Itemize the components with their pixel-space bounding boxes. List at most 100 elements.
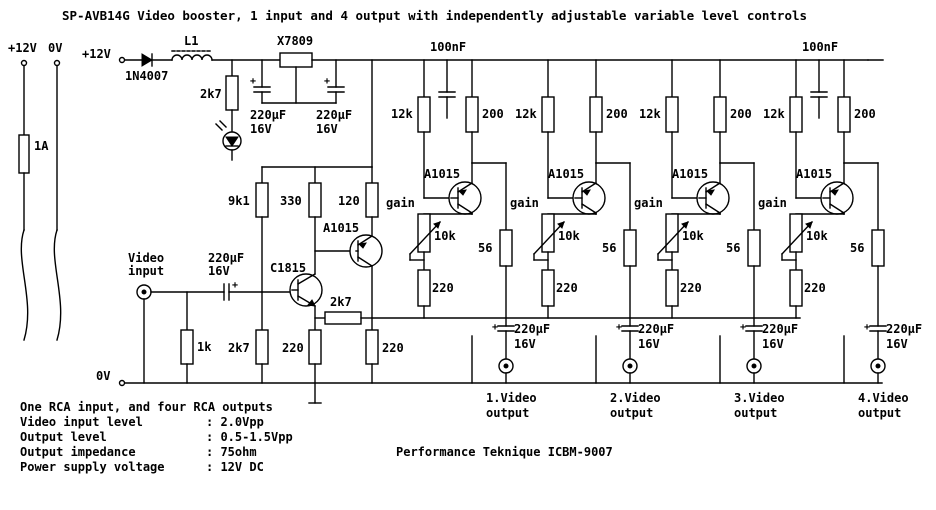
output-cap-value-3: 220µF: [762, 322, 798, 336]
power-section: 1N4007 L1 X7809 2k7 + 220µF 16V: [125, 34, 884, 161]
pot-bottom-resistor-2: [541, 269, 555, 307]
transistor-c1815-label: C1815: [270, 261, 306, 275]
gain-potentiometer-4[interactable]: [789, 213, 803, 253]
transistor-label-4: A1015: [796, 167, 832, 181]
gain-potentiometer-label-1: 10k: [434, 229, 456, 243]
video-input-label-2: input: [128, 264, 164, 278]
emitter-resistor-label: 220: [282, 341, 304, 355]
decoupling-cap-label-1: 100nF: [430, 40, 466, 54]
ground-rail-terminal: [118, 379, 126, 387]
emitter-resistor-3: [713, 96, 727, 133]
transistor-label-1: A1015: [424, 167, 460, 181]
q2-resistor: [365, 182, 379, 218]
diode-symbol: [141, 53, 153, 67]
regulator-label: X7809: [277, 34, 313, 48]
video-input-label-1: Video: [128, 251, 164, 265]
plus-rail-label: +12V: [82, 47, 111, 61]
base-resistor-label-1: 12k: [391, 107, 413, 121]
spec-video-input-level: Video input level: [20, 415, 143, 429]
ground-rail-label: 0V: [96, 369, 110, 383]
spec-output-level-value: : 0.5-1.5Vpp: [206, 430, 293, 444]
output-resistor-label-3: 56: [726, 241, 740, 255]
ground-drops: [471, 59, 869, 384]
emitter-resistor-1: [465, 96, 479, 133]
video-output-sublabel-3: output: [734, 406, 777, 420]
cap2-voltage: 16V: [316, 122, 338, 136]
output-cap-voltage-3: 16V: [762, 337, 784, 351]
q2-emitter-resistor-label: 220: [382, 341, 404, 355]
svg-text:+: +: [232, 280, 238, 291]
output-resistor-3: [747, 229, 761, 267]
bias-resistor-bottom-label: 2k7: [228, 341, 250, 355]
output-cap-value-1: 220µF: [514, 322, 550, 336]
output-cap-voltage-4: 16V: [886, 337, 908, 351]
svg-text:+: +: [250, 76, 256, 87]
plus-rail-terminal: [118, 56, 126, 64]
regulator-symbol: [279, 52, 313, 68]
inductor-label: L1: [184, 34, 198, 48]
output-cap-value-2: 220µF: [638, 322, 674, 336]
bias-resistor-bottom: [255, 329, 269, 365]
gain-label-3: gain: [634, 196, 663, 210]
output-cap-voltage-2: 16V: [638, 337, 660, 351]
feedback-resistor-label: 2k7: [330, 295, 352, 309]
video-output-label-2: 2.Video: [610, 391, 661, 405]
q2-emitter-resistor: [365, 329, 379, 365]
bias-resistor-top-label: 9k1: [228, 194, 250, 208]
output-resistor-label-1: 56: [478, 241, 492, 255]
output-resistor-2: [623, 229, 637, 267]
supply-zero-lead: [53, 229, 62, 341]
video-output-sublabel-1: output: [486, 406, 529, 420]
input-resistor-label: 1k: [197, 340, 212, 354]
gain-label-4: gain: [758, 196, 787, 210]
spec-output-impedance: Output impedance: [20, 445, 136, 459]
gain-potentiometer-3[interactable]: [665, 213, 679, 253]
video-output-label-3: 3.Video: [734, 391, 785, 405]
supply-zero-label: 0V: [48, 41, 62, 55]
collector-resistor-label: 330: [280, 194, 302, 208]
feedback-resistor: [324, 311, 362, 325]
gain-potentiometer-label-2: 10k: [558, 229, 580, 243]
spec-line-1: One RCA input, and four RCA outputs: [20, 400, 273, 414]
decoupling-cap-label-4: 100nF: [802, 40, 838, 54]
spec-output-level: Output level: [20, 430, 107, 444]
pot-bottom-resistor-label-1: 220: [432, 281, 454, 295]
emitter-resistor-label-1: 200: [482, 107, 504, 121]
spec-power-supply-voltage: Power supply voltage: [20, 460, 165, 474]
cap1-value: 220µF: [250, 108, 286, 122]
svg-text:+: +: [616, 322, 622, 333]
video-output-sublabel-4: output: [858, 406, 901, 420]
gain-potentiometer-1[interactable]: [417, 213, 431, 253]
collector-resistor: [308, 182, 322, 218]
transistor-label-3: A1015: [672, 167, 708, 181]
base-resistor-2: [541, 96, 555, 133]
output-resistor-4: [871, 229, 885, 267]
supply-plus-terminal: [20, 59, 28, 67]
gain-potentiometer-2[interactable]: [541, 213, 555, 253]
spec-output-impedance-value: : 75ohm: [206, 445, 257, 459]
video-output-label-1: 1.Video: [486, 391, 537, 405]
gain-label-2: gain: [510, 196, 539, 210]
output-resistor-1: [499, 229, 513, 267]
svg-text:+: +: [864, 322, 870, 333]
supply-plus-label: +12V: [8, 41, 37, 55]
transistor-label-2: A1015: [548, 167, 584, 181]
output-cap-value-4: 220µF: [886, 322, 922, 336]
bias-resistor-top: [255, 182, 269, 218]
base-resistor-1: [417, 96, 431, 133]
pot-bottom-resistor-1: [417, 269, 431, 307]
emitter-resistor-4: [837, 96, 851, 133]
supply-input: +12V 0V 1A: [8, 41, 62, 341]
diode-label: 1N4007: [125, 69, 168, 83]
base-resistor-label-4: 12k: [763, 107, 785, 121]
output-cap-voltage-1: 16V: [514, 337, 536, 351]
emitter-resistor-label-4: 200: [854, 107, 876, 121]
fuse-symbol: [18, 134, 30, 174]
input-stage: Video input 1k + 220µF 16V 9k1 2k7: [128, 59, 801, 404]
base-resistor-label-3: 12k: [639, 107, 661, 121]
